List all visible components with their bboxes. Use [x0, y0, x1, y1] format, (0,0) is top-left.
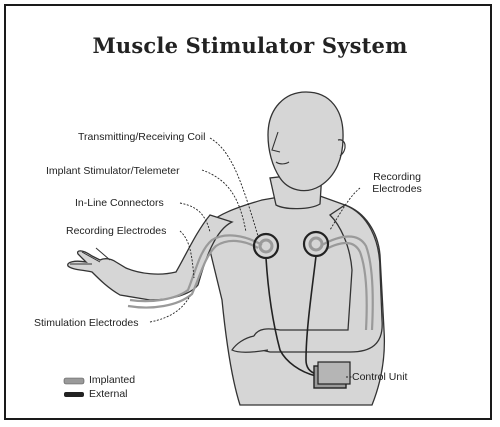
ear — [337, 139, 346, 157]
legend-implanted-label: Implanted — [89, 374, 136, 386]
head — [267, 91, 344, 192]
label-recording-left: Recording Electrodes — [66, 225, 167, 237]
fingers — [70, 247, 111, 265]
legend-external-label: External — [89, 388, 128, 400]
label-coil: Transmitting/Receiving Coil — [78, 131, 206, 143]
label-control-unit: Control Unit — [352, 371, 408, 383]
legend-implanted-swatch — [63, 377, 85, 385]
implanted-leads — [127, 234, 374, 331]
label-recording-right: Recording Electrodes — [362, 171, 432, 195]
legend-external-swatch — [64, 392, 84, 397]
external-cables — [265, 255, 317, 377]
resting-hand — [231, 335, 269, 353]
label-stimulation: Stimulation Electrodes — [34, 317, 139, 329]
label-recording-right-line2: Electrodes — [372, 183, 422, 195]
leader-lines — [149, 137, 361, 378]
label-implant: Implant Stimulator/Telemeter — [46, 165, 180, 177]
torso — [204, 195, 386, 406]
control-unit-box — [313, 361, 351, 389]
diagram-title: Muscle Stimulator System — [92, 33, 408, 58]
label-connectors: In-Line Connectors — [75, 197, 164, 209]
face — [271, 131, 290, 165]
label-recording-right-line1: Recording — [373, 171, 421, 183]
